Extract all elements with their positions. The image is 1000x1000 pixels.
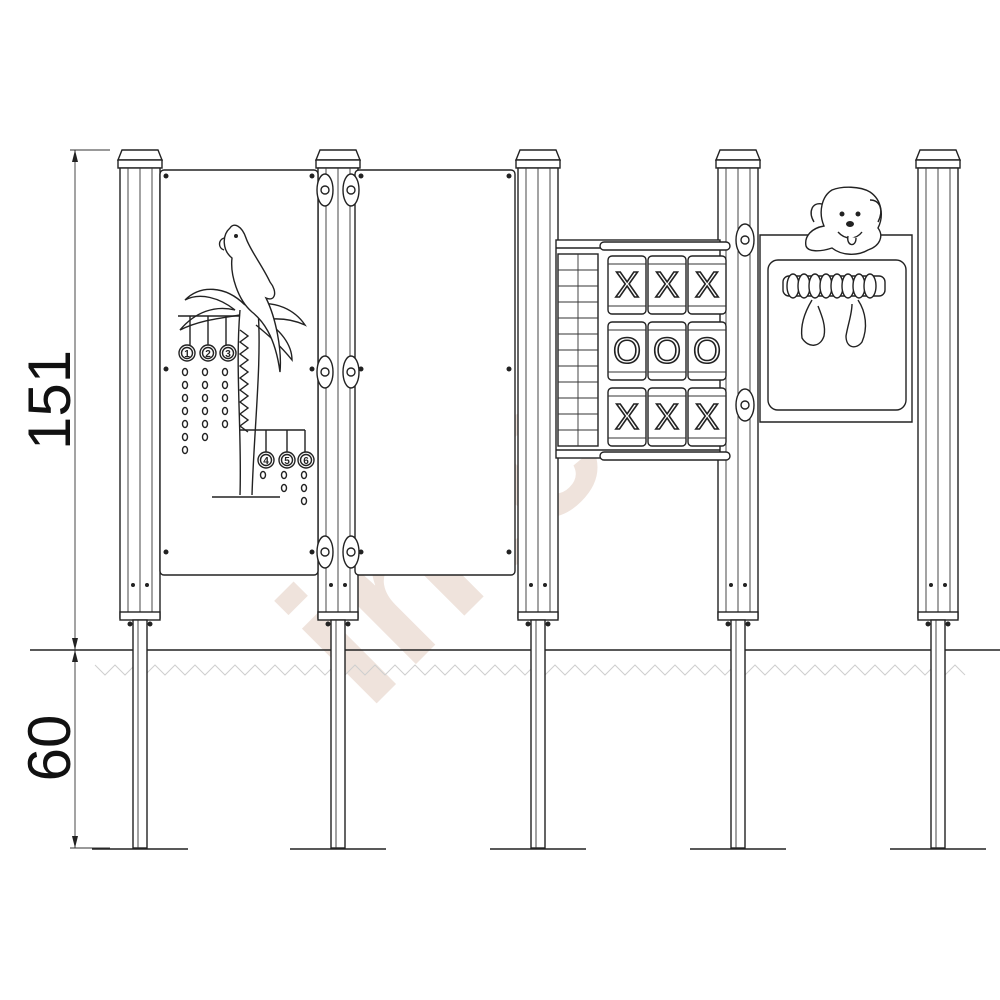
bead[interactable] [863,273,877,299]
tictactoe-symbol: O [653,330,681,371]
posts [92,149,986,850]
abacus-number-5: 5 [278,451,296,469]
dimension-above-ground: 151 [16,350,83,450]
abacus-holes [181,367,308,506]
abacus-number-4: 4 [257,451,275,469]
abacus-number-label: 6 [303,456,309,467]
tictactoe-cell[interactable]: X [607,387,647,447]
tictactoe-cell[interactable]: X [647,387,687,447]
abacus-number-6: 6 [297,451,315,469]
panel-parrot: 1 2 3 4 5 6 [159,169,319,576]
tictactoe-cell[interactable]: O [607,321,647,381]
tictactoe-symbol: X [695,264,719,305]
tictactoe-cell[interactable]: X [607,255,647,315]
bead[interactable] [841,273,855,299]
bead[interactable] [786,273,800,299]
bead[interactable] [852,273,866,299]
bead[interactable] [830,273,844,299]
post-5 [890,149,986,850]
abacus-number-label: 5 [284,456,290,467]
post-1 [92,149,188,850]
bead[interactable] [819,273,833,299]
tictactoe-cell[interactable]: X [687,255,727,315]
bead[interactable] [808,273,822,299]
abacus-numbers: 1 2 3 4 5 6 [178,344,315,469]
abacus-number-label: 1 [184,349,190,360]
abacus-number-label: 3 [225,349,231,360]
tictactoe-symbol: O [693,330,721,371]
tictactoe-symbol: X [695,396,719,437]
dimension-lines [70,149,110,849]
tictactoe-symbol: X [655,264,679,305]
dimension-below-ground: 60 [16,715,83,782]
abacus-number-label: 2 [205,349,211,360]
ground [30,649,1000,676]
abacus-number-label: 4 [263,456,269,467]
tictactoe-cell[interactable]: O [687,321,727,381]
tictactoe-symbol: O [613,330,641,371]
dog-beads[interactable] [786,273,877,299]
tictactoe-symbol: X [655,396,679,437]
panel-plain [354,169,516,576]
tictactoe-symbol: X [615,396,639,437]
abacus-number-1: 1 [178,344,196,362]
tictactoe-cell[interactable]: X [647,255,687,315]
abacus-number-2: 2 [199,344,217,362]
hinge-brackets [316,173,755,569]
tictactoe-cell[interactable]: X [687,387,727,447]
tictactoe-cell[interactable]: O [647,321,687,381]
panel-dog [759,186,913,423]
bead[interactable] [797,273,811,299]
abacus-number-3: 3 [219,344,237,362]
tictactoe-symbol: X [615,264,639,305]
post-3 [490,149,586,850]
